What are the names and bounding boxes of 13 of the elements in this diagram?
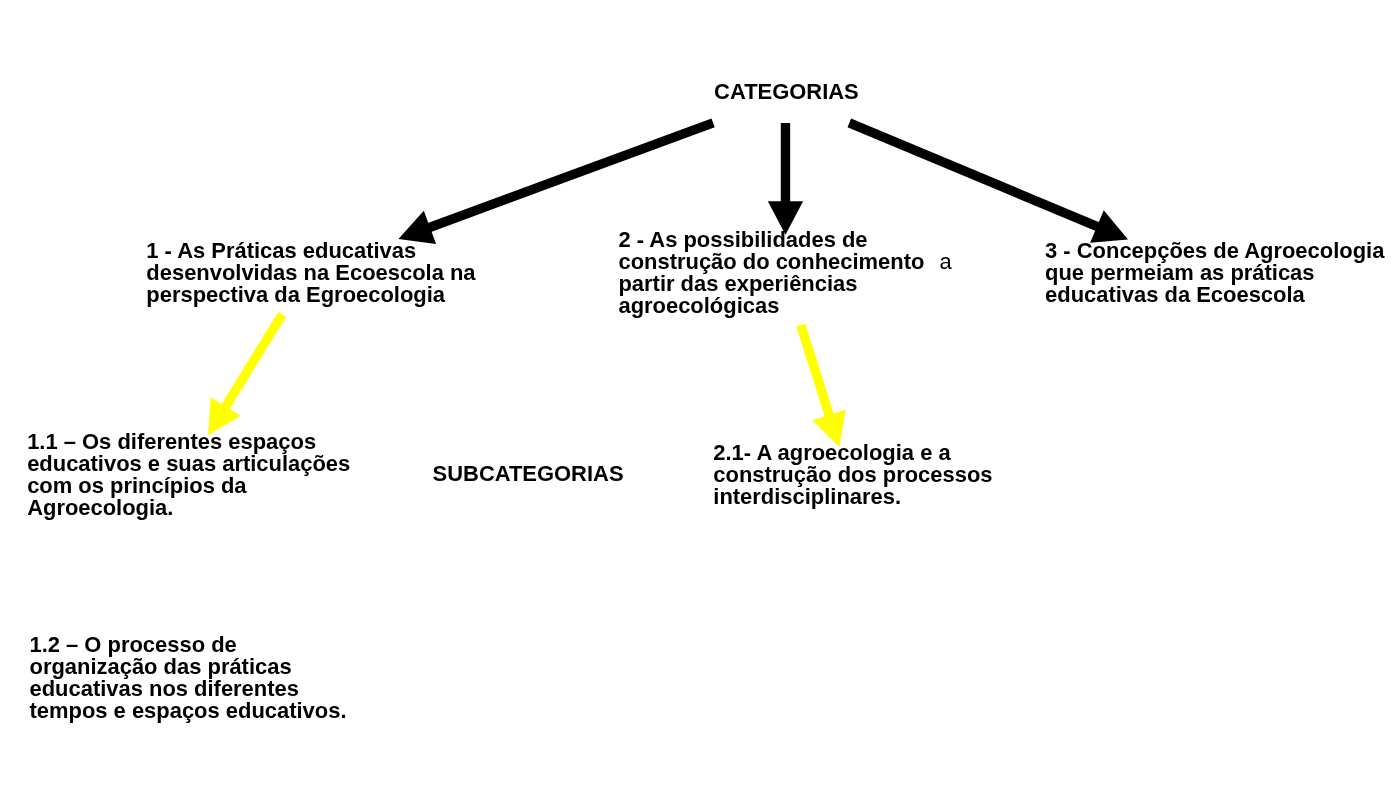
node-text: 1 - As Práticas educativas desenvolvidas na Ecoescola na perspectiva da Egroecologia [146,237,476,307]
arrow [796,323,846,448]
arrow [847,118,1128,243]
label: SUBCATEGORIAS [432,461,624,487]
node-text: CATEGORIAS [714,78,859,104]
arrow [398,118,715,244]
node-text: 2.1- A agroecologia e a construção dos processos interdisciplinares. [713,440,993,510]
node-text: 3 - Concepções de Agroecologia que permeiam as práticas educativas da Ecoescola [1045,237,1385,307]
node-text: 2 - As possibilidades de construção do conhecimento a partir das experiências agroecológicas [618,226,952,318]
arrow [767,123,804,235]
arrow [208,311,287,436]
node-text: 1.2 – O processo de organização das práticas educativas nos diferentes tempos e espaços educativos. [29,631,347,723]
node-text: 1.1 – Os diferentes espaços educativos e suas articulações com os princípios da Agroecologia. [27,429,351,521]
